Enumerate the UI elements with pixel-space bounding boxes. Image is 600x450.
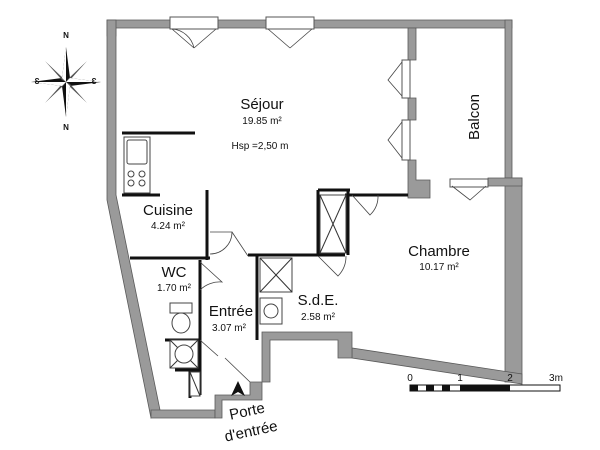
- cuisine-area: 4.24 m²: [151, 221, 186, 232]
- scale-tick-2: 2: [507, 373, 513, 384]
- cupboard-entree: [189, 371, 201, 397]
- shower: [259, 257, 293, 293]
- cuisine-name: Cuisine: [143, 202, 193, 219]
- scale-tick-0: 0: [407, 373, 413, 384]
- wardrobe: [319, 194, 347, 254]
- compass-rose-icon: [31, 47, 101, 117]
- scale-tick-3: 3m: [549, 373, 563, 384]
- sde-name: S.d.E.: [298, 292, 339, 309]
- entrance-arrow-icon: [231, 381, 245, 396]
- balcon-name: Balcon: [466, 94, 483, 140]
- compass-right: Ɛ: [91, 77, 96, 86]
- exterior-walls: [106, 19, 523, 419]
- wc-name: WC: [162, 264, 187, 281]
- door-swings: [171, 28, 487, 383]
- sejour-name: Séjour: [240, 96, 283, 113]
- scale-bar: [409, 384, 561, 392]
- washing-machine: [169, 339, 199, 369]
- chambre-name: Chambre: [408, 243, 470, 260]
- compass-n-bottom: N: [63, 123, 69, 132]
- washbasin: [259, 297, 283, 325]
- kitchen-fixtures: [123, 136, 151, 194]
- windows: [169, 16, 489, 188]
- compass-n-top: N: [63, 31, 69, 40]
- toilet: [169, 302, 193, 334]
- entree-name: Entrée: [209, 303, 253, 320]
- chambre-area: 10.17 m²: [419, 262, 459, 273]
- scale-tick-1: 1: [457, 373, 463, 384]
- sejour-height: Hsp =2,50 m: [232, 141, 289, 152]
- compass-left: Ɛ: [34, 77, 39, 86]
- entree-area: 3.07 m²: [212, 323, 247, 334]
- wc-area: 1.70 m²: [157, 283, 192, 294]
- sejour-area: 19.85 m²: [242, 116, 282, 127]
- sde-area: 2.58 m²: [301, 312, 336, 323]
